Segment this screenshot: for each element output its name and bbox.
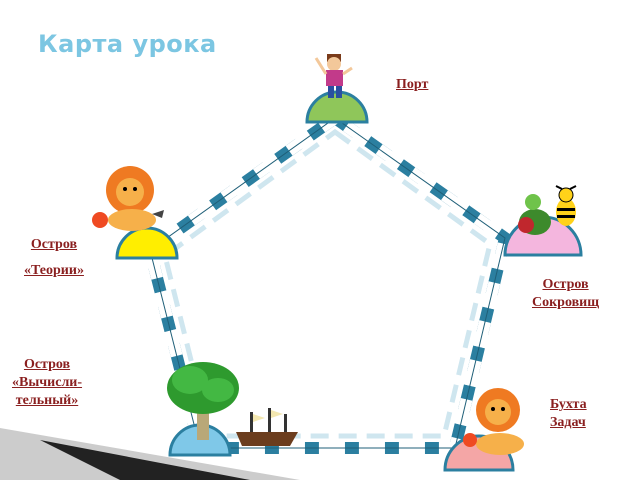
- label-island-treasure-line-1: Остров: [542, 277, 589, 292]
- label-island-treasure-line-2: Сокровищ: [532, 295, 600, 310]
- label-island-theory[interactable]: Остров «Теории»: [24, 236, 84, 280]
- label-island-calculating-line-2: «Вычисли-: [12, 375, 83, 390]
- bee-character-icon: [555, 185, 577, 226]
- boy-character-icon: [314, 54, 353, 98]
- road-network: [143, 110, 512, 454]
- bottom-dark-stripe: [40, 440, 250, 480]
- lion-cub-bay-icon: [463, 388, 524, 455]
- page-title: Карта урока: [38, 30, 217, 58]
- label-bay-tasks-line-1: Бухта: [550, 397, 587, 412]
- label-island-calculating[interactable]: Остров «Вычисли- тельный»: [12, 356, 82, 410]
- island-theory-dome: [115, 226, 179, 260]
- label-bay-tasks-line-2: Задач: [550, 415, 586, 430]
- label-island-theory-line-1: Остров: [30, 237, 78, 252]
- label-port[interactable]: Порт: [396, 76, 428, 94]
- label-bay-tasks[interactable]: Бухта Задач: [550, 396, 587, 432]
- label-island-calculating-line-3: тельный»: [15, 393, 79, 408]
- tree-icon: [167, 362, 239, 440]
- label-port-line: Порт: [396, 77, 429, 92]
- label-island-calculating-line-1: Остров: [23, 357, 71, 372]
- lion-cub-icon: [92, 166, 164, 231]
- bottom-shadow-wedge: [0, 428, 300, 480]
- turtle-character-icon: [518, 194, 551, 235]
- ship-icon: [236, 408, 298, 446]
- label-island-treasure[interactable]: Остров Сокровищ: [532, 276, 599, 312]
- label-island-theory-line-2: «Теории»: [24, 263, 84, 278]
